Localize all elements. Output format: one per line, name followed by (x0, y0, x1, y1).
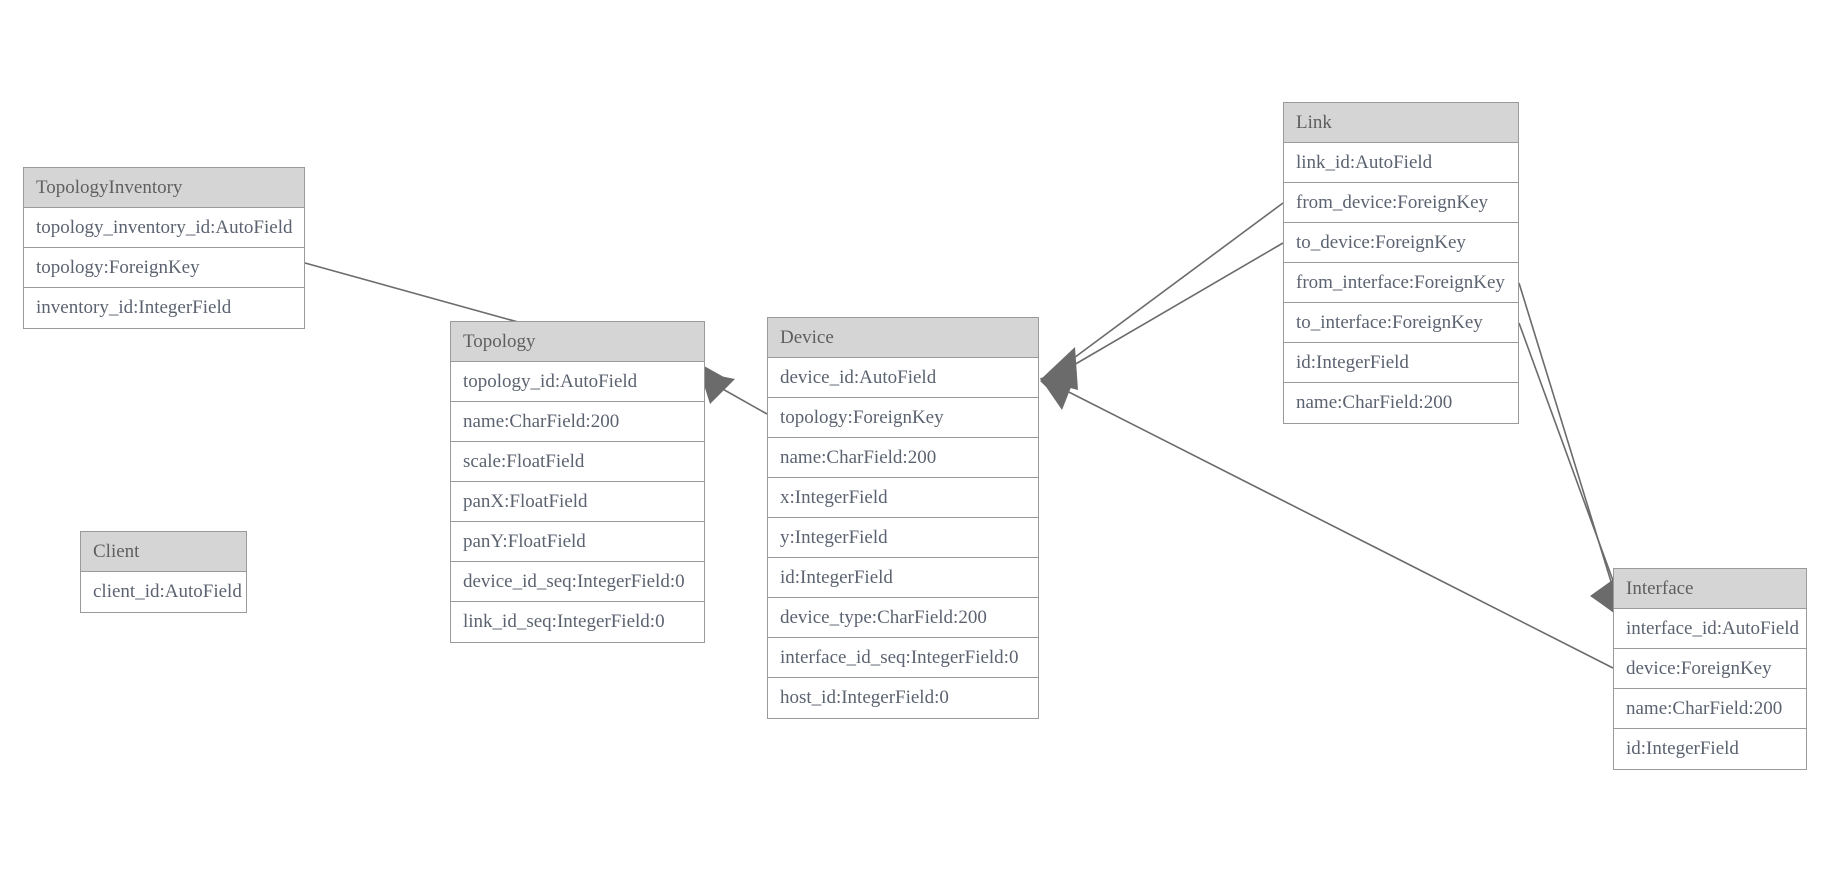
entity-field-row[interactable]: to_device:ForeignKey (1284, 223, 1518, 263)
entity-field-row[interactable]: link_id:AutoField (1284, 143, 1518, 183)
entity-field-row[interactable]: interface_id_seq:IntegerField:0 (768, 638, 1038, 678)
entity-field-row[interactable]: name:CharField:200 (1614, 689, 1806, 729)
entity-title-client: Client (81, 532, 246, 572)
entity-field-row[interactable]: scale:FloatField (451, 442, 704, 482)
entity-field-row[interactable]: name:CharField:200 (451, 402, 704, 442)
entity-title-device: Device (768, 318, 1038, 358)
entity-field-row[interactable]: panY:FloatField (451, 522, 704, 562)
entity-field-row[interactable]: topology:ForeignKey (24, 248, 304, 288)
edge-link-todevice-device (1040, 242, 1284, 404)
entity-field-row[interactable]: host_id:IntegerField:0 (768, 678, 1038, 718)
entity-field-row[interactable]: device_id:AutoField (768, 358, 1038, 398)
entity-field-row[interactable]: id:IntegerField (768, 558, 1038, 598)
entity-field-row[interactable]: interface_id:AutoField (1614, 609, 1806, 649)
entity-field-row[interactable]: y:IntegerField (768, 518, 1038, 558)
entity-field-row[interactable]: device:ForeignKey (1614, 649, 1806, 689)
edge-device-topology (700, 372, 768, 415)
entity-field-row[interactable]: panX:FloatField (451, 482, 704, 522)
entity-field-row[interactable]: topology_id:AutoField (451, 362, 704, 402)
entity-field-row[interactable]: name:CharField:200 (768, 438, 1038, 478)
entity-field-row[interactable]: link_id_seq:IntegerField:0 (451, 602, 704, 642)
entity-field-row[interactable]: name:CharField:200 (1284, 383, 1518, 423)
entity-title-link: Link (1284, 103, 1518, 143)
entity-field-row[interactable]: device_id_seq:IntegerField:0 (451, 562, 704, 602)
entity-field-row[interactable]: from_interface:ForeignKey (1284, 263, 1518, 303)
entity-title-topology-inventory: TopologyInventory (24, 168, 304, 208)
entity-field-row[interactable]: client_id:AutoField (81, 572, 246, 612)
entity-field-row[interactable]: from_device:ForeignKey (1284, 183, 1518, 223)
entity-title-topology: Topology (451, 322, 704, 362)
entity-field-row[interactable]: topology:ForeignKey (768, 398, 1038, 438)
entity-field-row[interactable]: topology_inventory_id:AutoField (24, 208, 304, 248)
entity-field-row[interactable]: to_interface:ForeignKey (1284, 303, 1518, 343)
edge-link-fromdevice-device (1040, 202, 1284, 390)
entity-field-row[interactable]: id:IntegerField (1284, 343, 1518, 383)
entity-field-row[interactable]: device_type:CharField:200 (768, 598, 1038, 638)
entity-field-row[interactable]: id:IntegerField (1614, 729, 1806, 769)
edge-link-frominterface-interface (1518, 282, 1625, 620)
entity-field-row[interactable]: x:IntegerField (768, 478, 1038, 518)
entity-field-row[interactable]: inventory_id:IntegerField (24, 288, 304, 328)
entity-title-interface: Interface (1614, 569, 1806, 609)
